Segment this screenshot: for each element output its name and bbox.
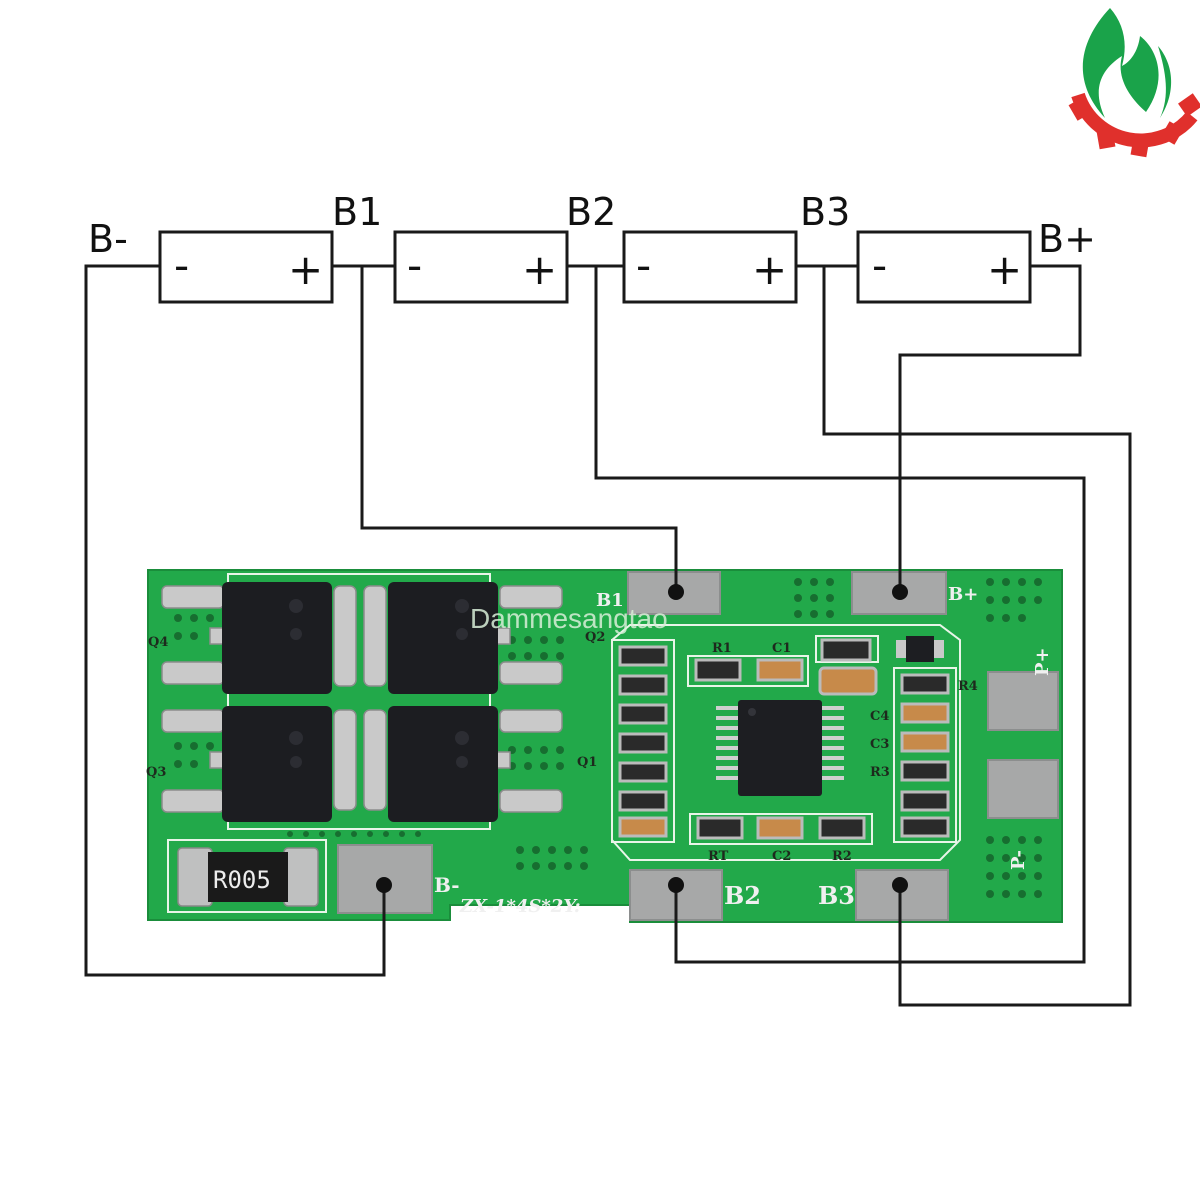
node-label-b-plus: B+ xyxy=(1038,217,1096,261)
battery-cell-4: - + xyxy=(856,230,1032,304)
ref-r2: R2 xyxy=(832,849,852,864)
ref-q3: Q3 xyxy=(146,765,166,780)
node-label-b1: B1 xyxy=(332,190,382,234)
ref-r1: R1 xyxy=(712,641,732,656)
pad-label-b1: B1 xyxy=(596,590,624,611)
wire-b1 xyxy=(360,266,678,592)
smd-column-left xyxy=(618,645,668,838)
ref-c4: C4 xyxy=(870,709,889,724)
cell-2-positive-label: + xyxy=(522,245,557,294)
pad-p-plus xyxy=(987,671,1059,731)
mosfet-q2 xyxy=(388,582,498,694)
ref-c1: C1 xyxy=(772,641,791,656)
pad-label-b2: B2 xyxy=(724,881,761,910)
pad-label-b-plus: B+ xyxy=(948,584,978,605)
pad-label-b-minus: B- xyxy=(434,873,460,897)
smd-top-right xyxy=(820,638,872,662)
pad-label-b3: B3 xyxy=(818,881,855,910)
ref-q1: Q1 xyxy=(577,755,597,770)
battery-cell-3: - + xyxy=(622,230,798,304)
node-label-b2: B2 xyxy=(566,190,616,234)
node-label-b-minus: B- xyxy=(88,217,128,261)
cell-4-positive-label: + xyxy=(987,245,1022,294)
shunt-resistor: R005 xyxy=(177,847,319,907)
brand-logo-icon xyxy=(1068,8,1200,158)
smd-column-right xyxy=(900,673,950,838)
battery-cell-2: - + xyxy=(393,230,569,304)
pad-p-minus xyxy=(987,759,1059,819)
cell-3-positive-label: + xyxy=(752,245,787,294)
shunt-marking: R005 xyxy=(213,866,271,894)
thermistor-rt xyxy=(696,816,744,840)
ref-q2: Q2 xyxy=(585,630,605,645)
wire-b3 xyxy=(822,266,1132,1007)
capacitor-c1 xyxy=(756,658,804,682)
node-label-b3: B3 xyxy=(800,190,850,234)
cell-1-negative-label: - xyxy=(174,241,189,290)
capacitor-large xyxy=(818,666,878,696)
protection-ic xyxy=(716,700,844,796)
mosfet-q4 xyxy=(222,582,332,694)
wire-b-minus xyxy=(84,264,386,977)
diode xyxy=(896,636,944,662)
battery-cell-1: - + xyxy=(158,230,334,304)
junction-b2 xyxy=(668,877,684,893)
mosfet-q3 xyxy=(222,706,332,822)
ref-q4: Q4 xyxy=(148,635,168,650)
mosfet-leads xyxy=(161,585,563,813)
wire-b-plus xyxy=(898,264,1082,592)
brand-watermark: Dammesangtao xyxy=(470,603,668,634)
bms-pcb-board: Q4 Q2 Q3 Q1 R005 B1 B+ P+ P- B- B2 B3 ZX… xyxy=(146,569,1063,923)
wiring xyxy=(84,264,1132,1007)
junction-b-plus xyxy=(892,584,908,600)
mosfet-q1 xyxy=(388,706,498,822)
pad-label-p-minus: P- xyxy=(1008,850,1029,870)
ref-r4: R4 xyxy=(958,679,978,694)
ref-r3: R3 xyxy=(870,765,890,780)
resistor-r1 xyxy=(694,658,742,682)
junction-b3 xyxy=(892,877,908,893)
resistor-r2 xyxy=(818,816,866,840)
ref-c2: C2 xyxy=(772,849,791,864)
board-model-text: ZX-1*4S*2Y: xyxy=(459,896,581,917)
cell-1-positive-label: + xyxy=(288,245,323,294)
junction-b-minus xyxy=(376,877,392,893)
ref-c3: C3 xyxy=(870,737,889,752)
via-field xyxy=(174,578,1042,898)
cell-3-negative-label: - xyxy=(636,241,651,290)
cell-4-negative-label: - xyxy=(872,241,887,290)
ref-rt: RT xyxy=(708,849,729,864)
pad-label-p-plus: P+ xyxy=(1032,647,1053,676)
cell-2-negative-label: - xyxy=(407,241,422,290)
junction-b1 xyxy=(668,584,684,600)
wire-b2 xyxy=(594,266,1086,964)
capacitor-c2 xyxy=(756,816,804,840)
